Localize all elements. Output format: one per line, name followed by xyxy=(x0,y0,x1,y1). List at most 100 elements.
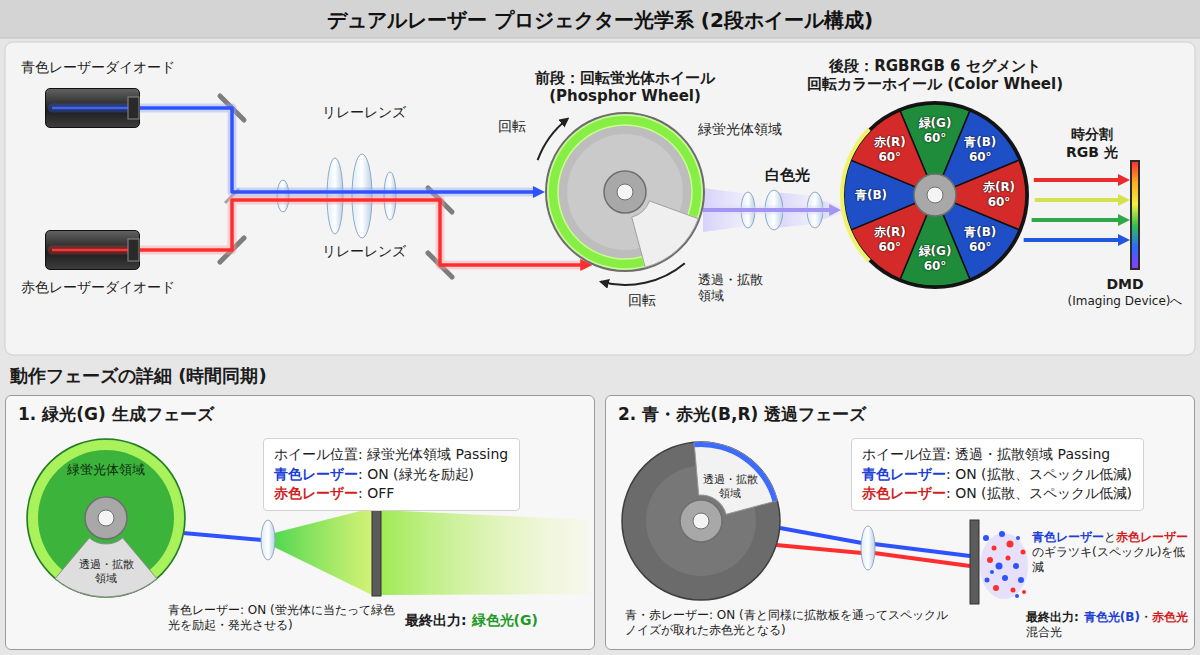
laser-nozzle xyxy=(128,239,139,261)
status-text: : OFF xyxy=(358,485,394,501)
label-text: 回転 xyxy=(498,118,526,134)
label-text: 緑(G) 60° xyxy=(919,116,952,145)
lens xyxy=(861,526,875,570)
label-text: リレーレンズ xyxy=(322,243,406,259)
wheel xyxy=(840,101,1029,289)
phosphor-wheel: 前段：回転蛍光体ホイール (Phosphor Wheel) xyxy=(545,112,705,272)
node-heading: 後段：RGBRGB 6 セグメント 回転カラーホイール (Color Wheel… xyxy=(798,57,1073,95)
diffuser-plate xyxy=(970,520,979,604)
label-text: 青(B) 60° xyxy=(964,135,996,164)
laser-diode: 赤色レーザーダイオード xyxy=(45,230,140,270)
output-note: 最終出力:緑色光(G) xyxy=(405,612,538,630)
label-text: 最終出力: xyxy=(405,612,467,628)
light-beam xyxy=(1024,180,1122,240)
status-text: 青色レーザー xyxy=(274,466,358,482)
segment-label: 赤(R) 60° xyxy=(866,135,914,165)
color-segment xyxy=(851,111,927,187)
beam-glow xyxy=(140,108,537,192)
laser-glow xyxy=(52,107,128,110)
laser-diode: 青色レーザーダイオード xyxy=(45,88,140,128)
green-light xyxy=(274,508,372,595)
title-band xyxy=(0,0,1200,38)
node-heading: 透過・拡散 領域 xyxy=(701,473,759,501)
diffuser-plate xyxy=(372,505,381,596)
label-text: 動作フェーズの詳細 (時間同期) xyxy=(10,365,267,386)
segment-label: 赤(R) 60° xyxy=(975,180,1023,210)
red-beam xyxy=(874,553,970,566)
rotation-label: 回転 xyxy=(498,118,526,136)
speckle xyxy=(999,531,1005,537)
wheel-hub xyxy=(914,174,956,216)
label-text: 青色光(B) xyxy=(1084,610,1140,624)
node-heading: 2. 青・赤光(B,R) 透過フェーズ xyxy=(618,404,866,425)
laser-shape xyxy=(46,231,141,271)
red-beam xyxy=(776,545,862,553)
node-heading: 前段：回転蛍光体ホイール (Phosphor Wheel) xyxy=(515,69,735,107)
region-label: 緑蛍光体領域 xyxy=(698,121,782,139)
speckle xyxy=(990,570,994,574)
label-text: のギラツキ(スペックル)を低減 xyxy=(1032,545,1185,574)
label-text: 緑蛍光体領域 xyxy=(698,121,782,137)
status-text: ホイール位置: 透過・拡散領域 Passing xyxy=(862,446,1110,462)
label-text: 緑(G) 60° xyxy=(919,244,952,273)
blue-beam xyxy=(183,533,262,540)
text-line: ホイール位置: 緑蛍光体領域 Passing xyxy=(274,445,509,465)
wheel-hub xyxy=(680,500,722,542)
label-text: 赤(R) 60° xyxy=(874,135,906,164)
label-text: 最終出力: xyxy=(1026,610,1079,624)
label-text: リレーレンズ xyxy=(322,104,406,120)
text-line: ホイール位置: 透過・拡散領域 Passing xyxy=(862,445,1133,465)
beam-glow xyxy=(140,200,584,265)
panel-ground xyxy=(5,395,595,650)
segment-label: 緑(G) 60° xyxy=(911,116,959,146)
status-box: ホイール位置: 透過・拡散領域 Passing 青色レーザー: ON (拡散、スペ… xyxy=(851,438,1144,511)
speckle-glow xyxy=(980,533,1028,599)
wheel xyxy=(622,442,780,600)
speckle xyxy=(1006,556,1011,561)
rotation-label: 回転 xyxy=(628,292,656,310)
text-line: 青色レーザー: ON (拡散、スペックル低減) xyxy=(862,465,1133,485)
dmd-device: DMD(Imaging Device)へ xyxy=(1130,160,1140,270)
status-text: : ON (緑光を励起) xyxy=(358,466,474,482)
text-line: 赤色レーザー: ON (拡散、スペックル低減) xyxy=(862,484,1133,504)
wheel-hole xyxy=(617,184,633,200)
wheel-hole xyxy=(693,513,709,529)
status-text: 赤色レーザー xyxy=(862,485,946,501)
beam-glow xyxy=(703,206,833,215)
speckle xyxy=(993,585,999,591)
text-line: 青色レーザー: ON (緑光を励起) xyxy=(274,465,509,485)
output-note: 最終出力:青色光(B)・赤色光混合光 xyxy=(1026,610,1194,640)
status-text: : ON (拡散、スペックル低減) xyxy=(946,485,1132,501)
label-text: 赤(R) 60° xyxy=(874,225,906,254)
wheel-hole xyxy=(927,187,943,203)
label-text: 赤(R) 60° xyxy=(983,180,1015,209)
page-title: デュアルレーザー プロジェクター光学系 (2段ホイール構成) xyxy=(0,7,1200,34)
segment-label: 緑(G) 60° xyxy=(911,244,959,274)
status-text: ホイール位置: 緑蛍光体領域 Passing xyxy=(274,446,508,462)
diffuser-segment xyxy=(55,538,157,597)
text-line: 赤色レーザー: OFF xyxy=(274,484,509,504)
label-text: 赤色レーザー xyxy=(1116,530,1188,544)
light-beam xyxy=(703,210,833,211)
label-text: 青(B) xyxy=(855,188,887,202)
speckle xyxy=(1013,563,1019,569)
diffuser-segment xyxy=(632,201,699,267)
note: 青色レーザーと赤色レーザーのギラツキ(スペックル)を低減 xyxy=(1032,530,1192,575)
node-heading: 緑蛍光体領域 xyxy=(56,462,156,478)
speckle xyxy=(1022,590,1026,594)
light-spot xyxy=(694,442,777,502)
speckle xyxy=(992,546,997,551)
part-label: リレーレンズ xyxy=(322,104,406,122)
segment-label: 青(B) xyxy=(847,188,895,203)
laser-glow xyxy=(52,246,128,255)
panel-ground xyxy=(605,395,1195,650)
light-beam xyxy=(140,200,584,265)
wheel-disc xyxy=(622,442,780,600)
speckle xyxy=(1007,541,1014,548)
speckle xyxy=(996,563,1003,570)
wheel-hub xyxy=(85,497,127,539)
speckle xyxy=(1016,536,1020,540)
green-light xyxy=(381,510,590,595)
